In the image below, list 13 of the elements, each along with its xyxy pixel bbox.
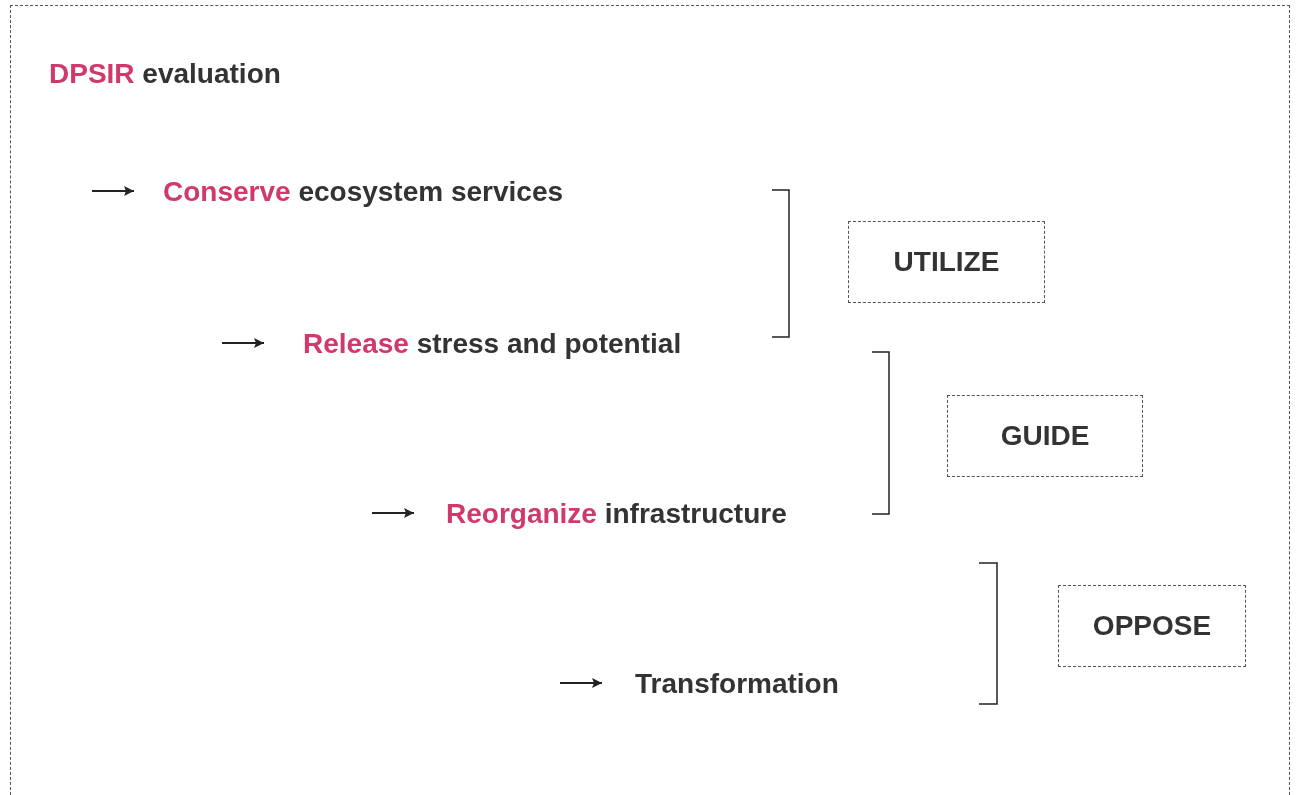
step-text: Reorganize infrastructure	[415, 493, 825, 535]
action-box: OPPOSE	[1058, 585, 1246, 667]
arrow	[91, 186, 135, 196]
arrow	[221, 338, 265, 348]
heading: DPSIR evaluation	[49, 58, 281, 90]
arrow	[559, 678, 603, 688]
arrow	[371, 508, 415, 518]
action-box: GUIDE	[947, 395, 1143, 477]
step-text: Transformation	[603, 663, 863, 705]
action-box: UTILIZE	[848, 221, 1045, 303]
step-text: Conserve ecosystem services	[135, 171, 595, 213]
step-text: Release stress and potential	[265, 323, 715, 365]
dashed-frame	[10, 5, 1290, 795]
